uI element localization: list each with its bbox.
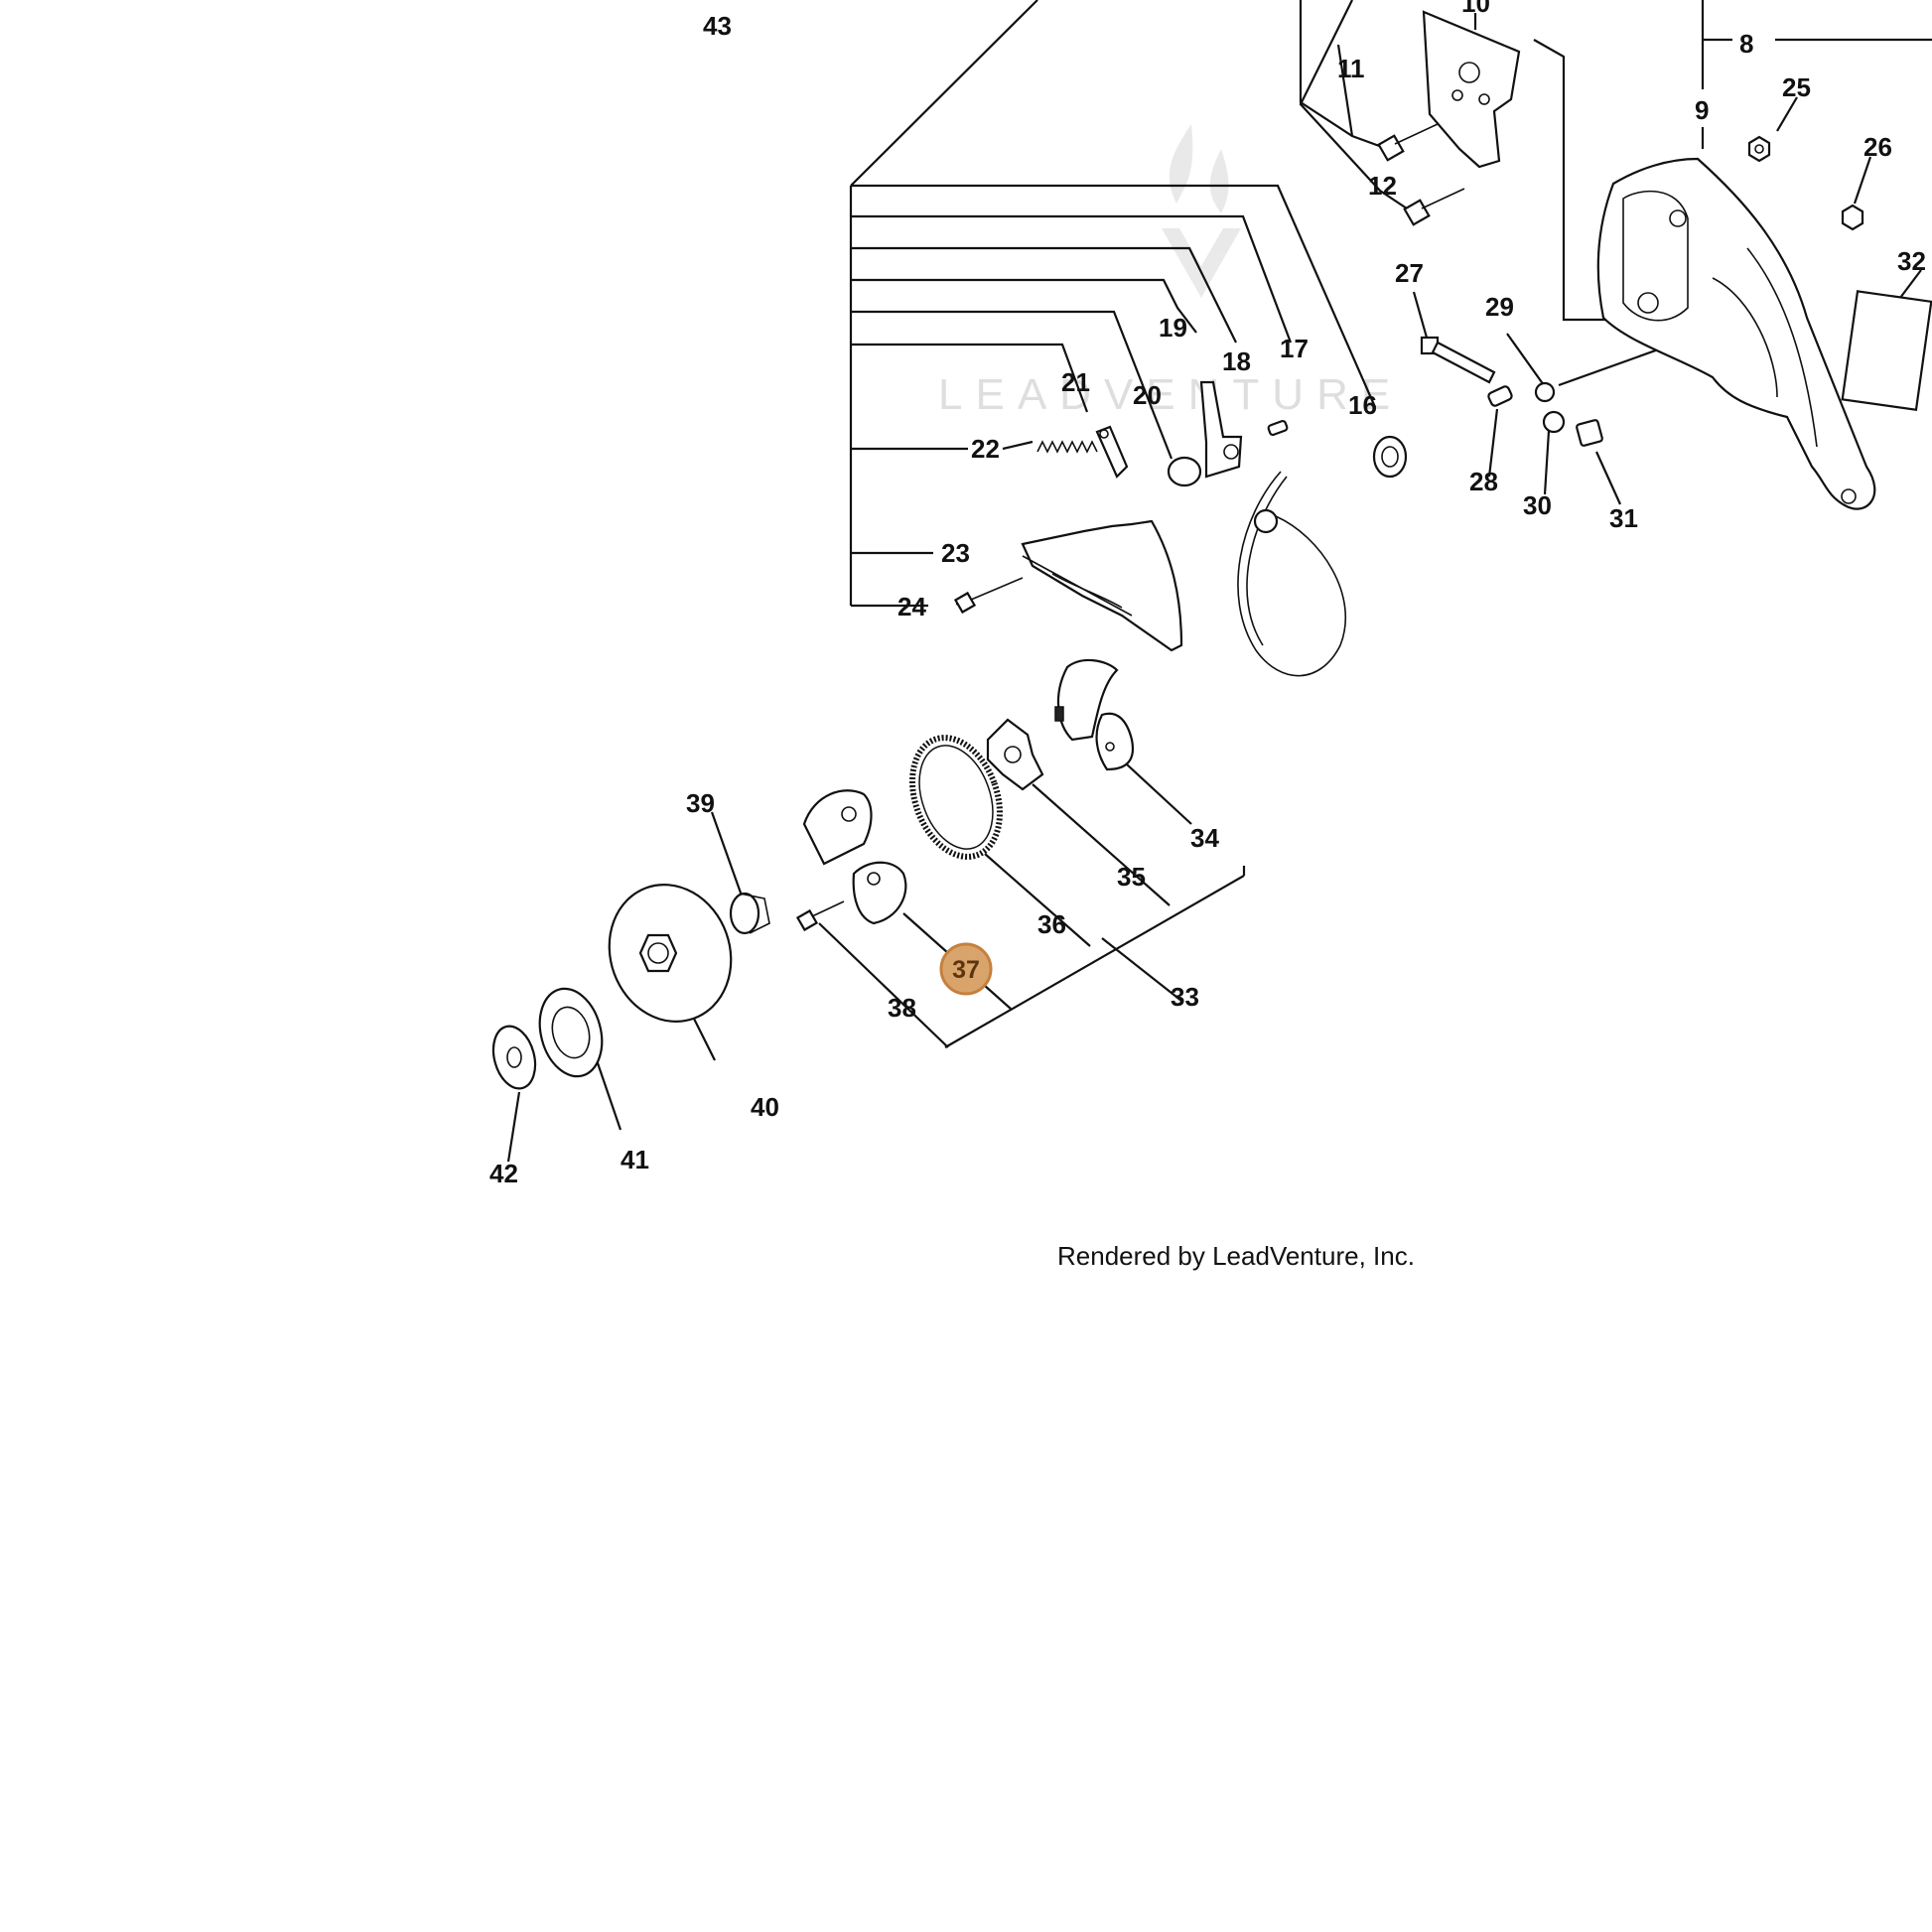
part-21-link: [1095, 425, 1129, 479]
part-10-plate: [1422, 10, 1521, 169]
part-39-bearing: [729, 892, 770, 935]
part-38-screw: [795, 900, 845, 932]
callout-42: 42: [489, 1159, 518, 1188]
callout-36: 36: [1037, 909, 1066, 939]
callout-12: 12: [1368, 171, 1397, 201]
callout-28: 28: [1469, 467, 1498, 496]
part-11-screw: [1377, 123, 1439, 162]
part-12-screw: [1403, 188, 1465, 226]
part-31-block: [1576, 419, 1603, 447]
callout-43: 43: [703, 11, 732, 41]
part-40-drum: [608, 883, 733, 1024]
part-35-hub: [986, 718, 1044, 791]
callout-40: 40: [751, 1092, 779, 1122]
callout-24: 24: [897, 592, 926, 621]
callout-17: 17: [1280, 334, 1309, 363]
callout-21: 21: [1061, 367, 1090, 397]
callout-33: 33: [1171, 982, 1199, 1012]
callout-41: 41: [621, 1145, 649, 1174]
callout-37[interactable]: 37: [952, 956, 980, 984]
part-20-collar: [1167, 456, 1202, 487]
callout-23: 23: [941, 538, 970, 568]
callout-35: 35: [1117, 862, 1146, 892]
callout-16: 16: [1348, 390, 1377, 420]
callout-32: 32: [1897, 246, 1926, 276]
callout-31: 31: [1609, 503, 1638, 533]
part-42-washer: [491, 1025, 537, 1090]
part-25-nut: [1747, 135, 1771, 163]
callout-27: 27: [1395, 258, 1424, 288]
watermark-logo: [1162, 124, 1241, 298]
callout-26: 26: [1863, 132, 1892, 162]
part-28-pin: [1487, 385, 1513, 407]
watermark-text: LEADVENTURE: [938, 370, 1403, 419]
part-16-bushing: [1372, 435, 1408, 479]
part-26-nut: [1841, 204, 1864, 231]
part-9-housing: [1596, 157, 1876, 510]
callout-39: 39: [686, 788, 715, 818]
callout-22: 22: [971, 434, 1000, 464]
part-30-gear: [1542, 410, 1566, 434]
part-29-gear: [1534, 381, 1556, 403]
highlight-circle[interactable]: [939, 942, 993, 996]
callout-25: 25: [1782, 72, 1811, 102]
callout-20: 20: [1133, 380, 1162, 410]
part-41-sprocket: [538, 987, 604, 1078]
part-22-spring: [1036, 440, 1098, 454]
part-32-label: [1841, 290, 1932, 411]
callout-8: 8: [1739, 29, 1753, 59]
callout-labels: 43 10 8 11 25 9 26 12 32 27 29 19 18 17 …: [489, 0, 1926, 1188]
part-36-spring-ring: [909, 735, 1003, 860]
part-18-pin: [1267, 419, 1289, 437]
callout-38: 38: [888, 993, 916, 1023]
part-34-plates: [1054, 658, 1135, 771]
callout-9: 9: [1695, 95, 1709, 125]
callout-11: 11: [1337, 54, 1365, 83]
callout-30: 30: [1523, 490, 1552, 520]
part-37-clutch-shoes: [802, 789, 907, 925]
callout-19: 19: [1159, 313, 1187, 343]
render-credit: Rendered by LeadVenture, Inc.: [1057, 1241, 1415, 1271]
part-19-lever: [1199, 380, 1243, 479]
callout-29: 29: [1485, 292, 1514, 322]
part-23-cover: [1021, 519, 1183, 652]
callout-18: 18: [1222, 346, 1251, 376]
part-17-brake-band: [1237, 471, 1346, 677]
callout-34: 34: [1190, 823, 1219, 853]
callout-37-highlighted[interactable]: 37: [939, 942, 993, 996]
part-24-screw: [953, 577, 1024, 615]
part-27-bolt: [1420, 336, 1496, 384]
callout-10: 10: [1461, 0, 1490, 18]
